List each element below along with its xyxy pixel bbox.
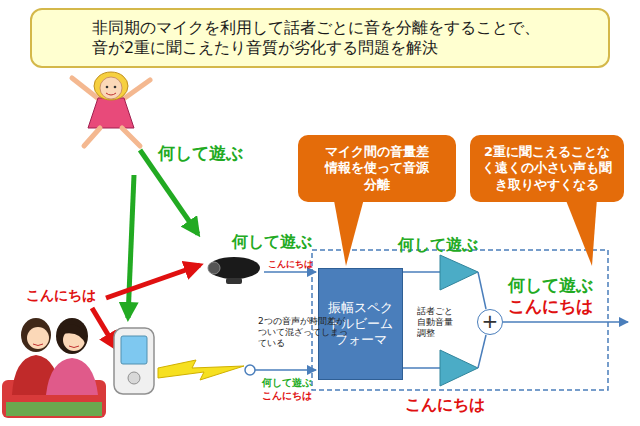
girl-eye [106, 86, 109, 89]
dashed-region [312, 250, 608, 390]
callout-tail [333, 195, 365, 266]
phone-button [128, 372, 140, 384]
callout-tail [565, 198, 597, 266]
text-label: 何して遊ぶ [232, 232, 312, 251]
mic-body [208, 257, 260, 279]
girl-hair [94, 72, 128, 100]
text-label: こんにちは [268, 259, 313, 270]
node-text: マイク間の音量差情報を使って音源分離 [322, 144, 432, 193]
hair [60, 324, 86, 345]
sound-arrow [106, 265, 200, 298]
sound-arrow [128, 175, 134, 318]
ground [6, 402, 102, 416]
body [46, 358, 98, 395]
text-label: こんにちは [508, 296, 593, 316]
mouth [69, 346, 79, 348]
signal-wire [478, 335, 486, 368]
signal-wire [255, 369, 316, 371]
girl-dress [88, 98, 134, 128]
phone-body [114, 328, 154, 394]
input-terminal [245, 365, 255, 375]
lightning-bolt [158, 360, 244, 380]
text-label: こんにちは [26, 287, 96, 304]
mic-lens [208, 262, 220, 274]
text-label: こんにちは [262, 390, 312, 402]
mic-stand [226, 278, 242, 284]
summary-box: 非同期のマイクを利用して話者ごとに音を分離をすることで、音が2重に聞こえたり音質… [30, 8, 610, 68]
amplifier-triangle [440, 350, 478, 386]
hair [56, 318, 88, 354]
text-label: 何して遊ぶ [508, 275, 593, 295]
sum-circle: + [477, 309, 503, 335]
text-label: 何して遊ぶ [158, 143, 243, 163]
mouth [33, 344, 43, 346]
text-label: 話者ごと自動音量調整 [417, 306, 455, 338]
hair [21, 318, 51, 352]
callout-box: マイク間の音量差情報を使って音源分離 [298, 135, 456, 202]
output-wire [503, 321, 628, 323]
signal-wire [264, 271, 316, 273]
phone-icon [114, 328, 154, 394]
microphone-icon [208, 257, 260, 284]
text-label: 2つの音声が時間差がついて混ざってしまっている [258, 316, 352, 348]
amplifier-triangle [440, 255, 478, 290]
girl-leg [122, 128, 140, 146]
girl-mouth [106, 93, 116, 95]
node-text: 2重に聞こえることなく遠くの小さい声も聞き取りやすくなる [479, 144, 615, 193]
signal-wire [478, 272, 486, 309]
phone-screen [121, 336, 147, 364]
sound-arrow [92, 308, 116, 348]
text-label: こんにちは [405, 395, 485, 414]
node-text: + [482, 311, 499, 331]
text-label: 何して遊ぶ [262, 377, 312, 389]
head [27, 327, 49, 349]
girl-leg [84, 128, 100, 146]
node-text: 非同期のマイクを利用して話者ごとに音を分離をすることで、音が2重に聞こえたり音質… [92, 18, 548, 58]
girl-figure [72, 72, 150, 146]
girl-head [100, 77, 122, 99]
girl-eye [114, 86, 117, 89]
callout-box: 2重に聞こえることなく遠くの小さい声も聞き取りやすくなる [470, 135, 624, 202]
text-label: 何して遊ぶ [398, 235, 478, 254]
couple-figure [2, 318, 106, 418]
